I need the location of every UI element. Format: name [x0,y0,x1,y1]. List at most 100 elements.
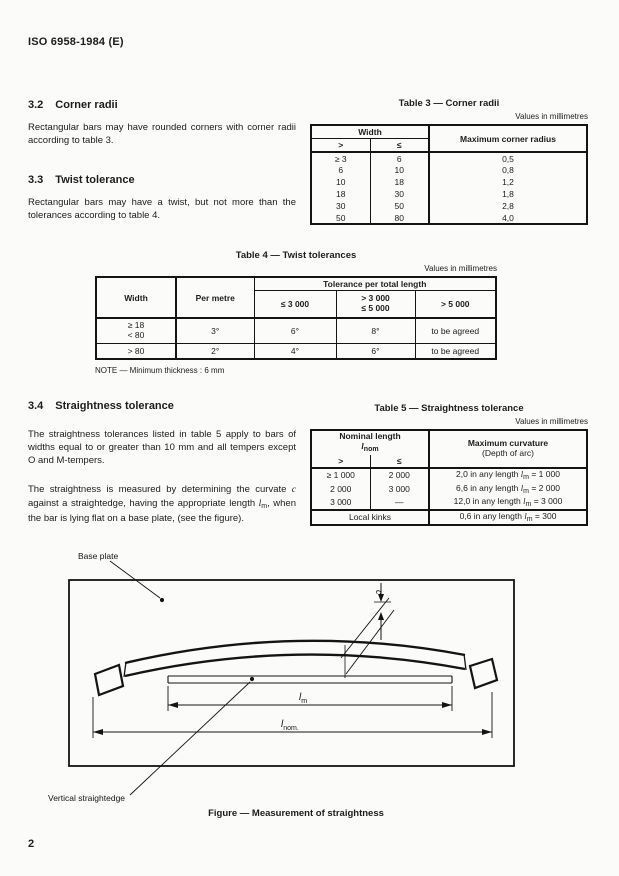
bar-left-end-cap [93,663,125,697]
lm-symbol: l [520,482,524,493]
table5-header-row1: Nominal length lnom Maximum curvature (D… [311,430,587,468]
table5-header-max-line1: Maximum curvature [467,438,549,449]
table5-header-gt: > [311,454,371,468]
cell-max: 6,6 in any length lm = 2 000 [428,481,587,496]
lm-subscript: m [523,474,529,482]
table-row: 10 18 1,2 [311,176,587,188]
section-34-number: 3.4 [28,400,44,412]
base-plate-dot [159,597,165,603]
table5-header-max: Maximum curvature (Depth of arc) [428,430,587,468]
table4-header-t3: > 5 000 [440,299,470,309]
para2-text-a: The straightness is measured by determin… [28,484,292,495]
base-plate-leader [109,560,161,599]
table3-block: Table 3 — Corner radii Values in millime… [310,98,588,225]
lm-subscript: m [523,487,529,495]
table-row: ≥ 3 6 0,5 [311,152,587,164]
bar-bottom-edge [124,653,466,678]
lm-symbol: l [258,499,262,510]
cell-per-metre: 2° [176,343,255,359]
table5: Nominal length lnom Maximum curvature (D… [310,429,588,526]
lnom-dimension [92,692,493,738]
c-label: c [374,590,384,595]
straightness-figure: Base plate c [48,551,515,803]
cell-max: 4,0 [428,212,587,224]
section-34-para2: The straightness is measured by determin… [28,483,296,525]
cell-gt: 3 000 [311,495,371,510]
cell-t1: 6° [254,318,337,344]
table5-header-nominal-text: Nominal length [339,431,401,441]
cell-gt: 50 [311,212,371,224]
cell-max: 0,6 in any length lm = 300 [428,509,587,525]
table4-block: Table 4 — Twist tolerances Values in mil… [95,250,497,375]
bar-right-break [463,653,467,671]
table4-header-width: Width [96,277,177,318]
table4-header-t2a: > 3 000 [361,293,390,304]
cell-per-metre: 3° [176,318,255,344]
table5-header-nominal: Nominal length lnom [311,430,429,455]
lm-symbol: l [520,469,524,480]
table3-header-row1: Width Maximum corner radius [311,125,587,152]
cell-width-line2: < 80 [127,329,145,340]
cell-le: 10 [394,165,404,175]
para2-text-d: , when the bar is lying flat on a base p… [28,498,296,524]
lnom-label-symbol: l [281,719,284,730]
table-row: > 80 2° 4° 6° to be agreed [96,343,496,359]
lnom-subscript: nom [363,445,379,453]
cell-max: 0,8 [428,164,587,176]
section-32-title: Corner radii [55,99,118,111]
vertical-straightedge-label: Vertical straightedge [48,793,125,803]
table5-header-le: ≤ [396,455,402,466]
cell-gt: 10 [311,176,371,188]
lnom-label-subscript: nom. [283,725,299,732]
table4-header-t1: ≤ 3 000 [254,290,337,318]
section-33-body: Rectangular bars may have a twist, but n… [28,197,296,222]
max-post: = 300 [532,511,557,522]
lm-symbol: l [523,496,526,507]
para2-text-b: against a straightedge, having the appro… [28,498,259,510]
bar-top-edge [124,639,466,665]
lnom-label: lnom. [281,719,299,732]
table4-note: NOTE — Minimum thickness : 6 mm [95,365,225,375]
table-row: 3 000 — 12,0 in any length lm = 3 000 [311,495,587,510]
cell-le: 6 [396,153,402,164]
table3-header-width: Width [311,125,429,139]
document-id: ISO 6958-1984 (E) [28,36,124,48]
table-row: 6 10 0,8 [311,164,587,176]
lm-symbol: l [524,511,527,522]
lm-arrowhead-right [442,702,452,708]
section-32-body: Rectangular bars may have rounded corner… [28,122,296,147]
lm-arrowhead-left [168,702,178,708]
table3-header-gt: > [311,138,371,152]
cell-t2: 8° [336,318,416,344]
cell-le: — [395,497,404,508]
table3: Width Maximum corner radius > ≤ ≥ 3 6 0,… [310,124,588,225]
table5-units: Values in millimetres [515,417,588,426]
table3-header-max: Maximum corner radius [428,125,587,152]
section-34-para1: The straightness tolerances listed in ta… [28,429,296,467]
table4-header-t2b: ≤ 5 000 [361,303,390,313]
table4-header-row1: Width Per metre Tolerance per total leng… [96,277,496,318]
cell-le: 30 [394,189,404,199]
cell-max: 0,5 [428,152,587,164]
cell-t3: to be agreed [431,345,480,356]
table4-header-span: Tolerance per total length [254,277,496,291]
straightedge [167,675,453,684]
lm-label-symbol: l [299,692,302,703]
c-leader-line-1 [340,597,390,659]
c-leader-line-2 [345,609,395,675]
table4-header-t2: > 3 000 ≤ 5 000 [336,290,416,318]
max-pre: 6,6 in any length [456,482,521,493]
cell-gt: 2 000 [311,481,371,496]
table5-header-max-line2: (Depth of arc) [482,447,534,458]
cell-width: > 80 [96,343,177,359]
cell-width: ≥ 18 < 80 [96,318,177,344]
table5-title: Table 5 — Straightness tolerance [374,403,524,414]
cell-max: 2,0 in any length lm = 1 000 [428,467,587,482]
bar-right-end-cap [468,657,499,690]
local-kinks-row: Local kinks 0,6 in any length lm = 300 [311,509,587,525]
lnom-arrowhead-right [482,729,492,735]
figure-caption: Figure — Measurement of straightness [208,808,384,819]
max-pre: 2,0 in any length [456,469,521,480]
